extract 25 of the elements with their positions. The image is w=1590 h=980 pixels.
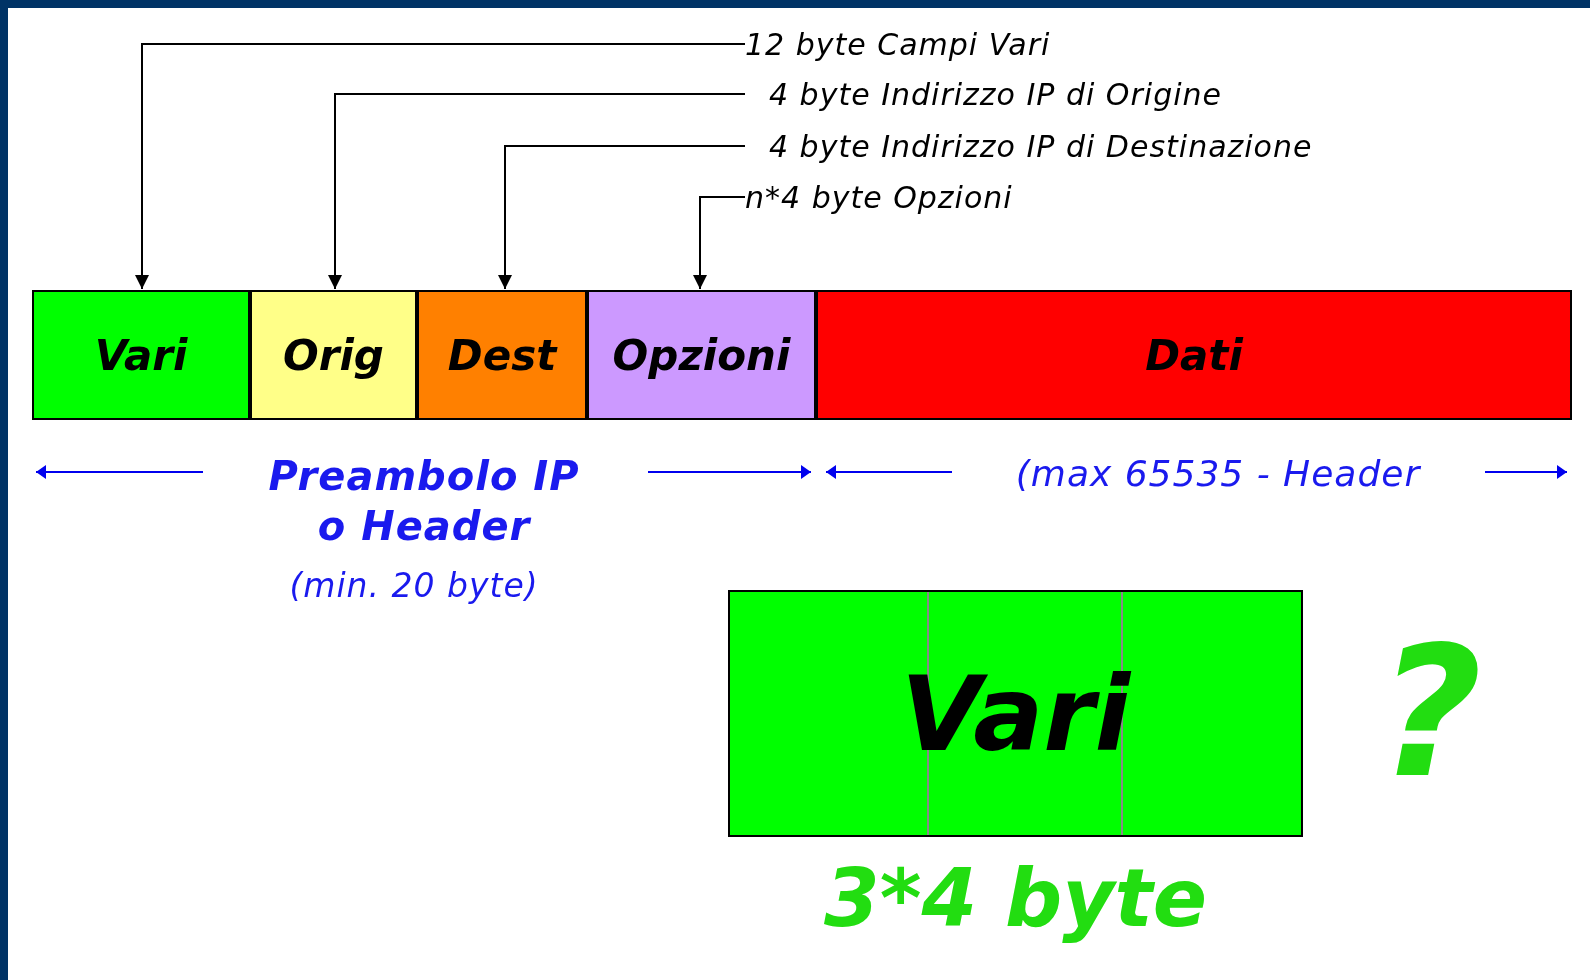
leader-line <box>693 196 746 290</box>
header-field-box <box>417 290 587 420</box>
size-note: (min. 20 byte) <box>289 565 539 607</box>
section-label: Preambolo IP o Header <box>267 452 581 551</box>
field-name: Vari <box>900 652 1131 775</box>
field-name: Orig <box>283 330 384 380</box>
size-note: (max 65535 - Header <box>1015 451 1421 496</box>
field-description: 4 byte Indirizzo IP di Origine <box>769 76 1222 112</box>
field-name: Dati <box>1145 330 1243 380</box>
header-field-box <box>250 290 417 420</box>
field-description: 12 byte Campi Vari <box>745 26 1051 62</box>
leader-line <box>498 145 746 290</box>
field-name: Opzioni <box>612 330 791 380</box>
field-name: Vari <box>94 330 188 380</box>
question-mark: ? <box>1377 606 1483 819</box>
field-description: 4 byte Indirizzo IP di Destinazione <box>769 128 1313 164</box>
leader-line <box>135 43 746 290</box>
field-box <box>728 590 1303 837</box>
field-description: n*4 byte Opzioni <box>745 179 1013 215</box>
leader-line <box>328 93 746 290</box>
header-field-box <box>816 290 1572 420</box>
header-field-box <box>587 290 816 420</box>
size-label: 3*4 byte <box>824 851 1207 947</box>
field-name: Dest <box>447 330 557 380</box>
header-field-box <box>32 290 250 420</box>
